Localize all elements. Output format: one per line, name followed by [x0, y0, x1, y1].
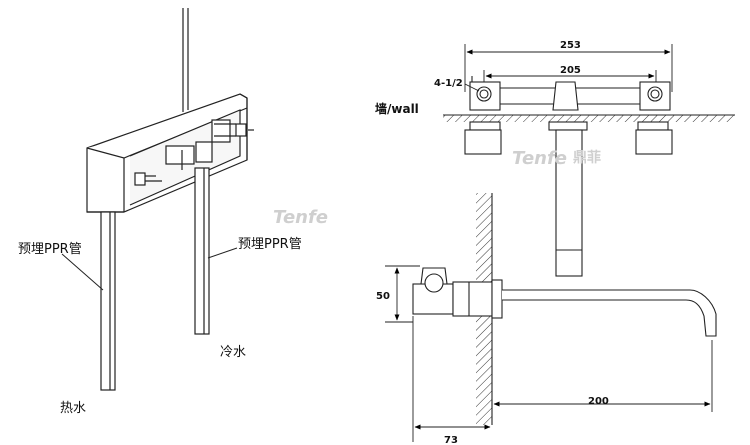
wall-label: 墙/wall [375, 101, 419, 116]
thread-leader [464, 83, 480, 92]
side-view [385, 193, 717, 442]
dimension-50 [385, 265, 420, 323]
dimension-73 [412, 316, 491, 442]
dimension-200 [493, 340, 713, 412]
spout-top-view [555, 129, 583, 277]
dim-spout-reach: 200 [588, 396, 609, 407]
dim-thread-size: 4-1/2 [434, 78, 463, 89]
dim-center-distance: 205 [560, 65, 581, 76]
mounting-rod [182, 8, 189, 112]
watermark-tenfe: Tenfe [512, 148, 567, 169]
escutcheons [464, 121, 673, 155]
watermark-tenfe-left: Tenfe [273, 207, 328, 228]
watermark-tenfe-cn: 鼎菲 [573, 149, 601, 166]
hot-water-label: 热水 [60, 401, 86, 416]
valve-fittings [134, 119, 254, 186]
wall-top-view [443, 114, 735, 122]
dim-body-depth: 73 [444, 435, 458, 445]
leader-lines [61, 247, 238, 291]
ppr-pipe-label-left: 预埋PPR管 [18, 242, 82, 257]
ppr-pipes [100, 167, 210, 391]
dim-overall-width: 253 [560, 40, 581, 51]
faucet-side-body [412, 267, 717, 337]
top-view-body [469, 76, 671, 111]
ppr-pipe-label-right: 预埋PPR管 [238, 237, 302, 252]
cold-water-label: 冷水 [220, 345, 246, 360]
installation-sketch [61, 8, 254, 391]
top-view [443, 44, 735, 277]
dim-handle-height: 50 [376, 291, 390, 302]
